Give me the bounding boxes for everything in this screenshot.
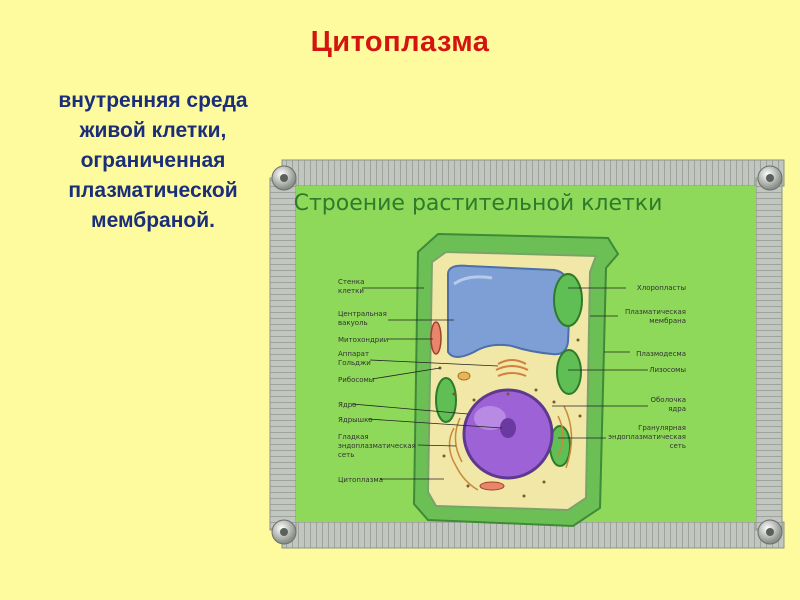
- label-plasma-membrane: Плазматическая: [625, 308, 686, 316]
- chloroplast: [556, 349, 582, 395]
- nucleus-highlight: [474, 406, 506, 430]
- definition-line: плазматической: [68, 179, 238, 202]
- label-cell-wall: клетки: [338, 287, 364, 295]
- label-plasma-membrane: мембрана: [649, 317, 686, 325]
- label-cell-wall: Стенка: [338, 278, 364, 286]
- label-mitochondria: Митохондрии: [338, 336, 388, 344]
- label-nucleus: Ядро: [338, 401, 356, 409]
- label-cytoplasm: Цитоплазма: [338, 476, 383, 484]
- slide-title: Цитоплазма: [310, 26, 490, 58]
- cell-illustration: [412, 232, 620, 528]
- label-central-vacuole: вакуоль: [338, 319, 368, 327]
- label-lysosomes: Лизосомы: [649, 366, 686, 374]
- label-plasmodesma: Плазмодесма: [636, 350, 686, 358]
- frame-top: [281, 159, 785, 187]
- chloroplast: [435, 377, 457, 423]
- left-labels: Стенка клетки Центральная вакуоль Митохо…: [338, 278, 416, 484]
- label-rough-er: эндоплазматическая: [608, 433, 686, 441]
- nucleolus: [500, 418, 516, 438]
- definition-line: мембраной.: [91, 209, 215, 232]
- label-nuclear-envelope: ядра: [668, 405, 686, 413]
- right-labels: Хлоропласты Плазматическая мембрана Плаз…: [608, 284, 686, 450]
- definition-line: ограниченная: [80, 149, 226, 172]
- label-smooth-er: эндоплазматическая: [338, 442, 416, 450]
- label-nuclear-envelope: Оболочка: [650, 396, 686, 404]
- endoplasmic-reticulum: [448, 405, 573, 491]
- label-chloroplasts: Хлоропласты: [637, 284, 686, 292]
- frame-right: [755, 177, 783, 531]
- label-golgi: Аппарат: [338, 350, 369, 358]
- mitochondrion: [479, 481, 505, 491]
- left-leader-lines: [351, 287, 503, 480]
- central-vacuole: [447, 264, 572, 358]
- label-golgi: Гольджи: [338, 359, 371, 367]
- mitochondrion: [430, 321, 442, 355]
- golgi-apparatus: [495, 359, 529, 377]
- label-nucleolus: Ядрышко: [338, 416, 373, 424]
- label-rough-er: сеть: [670, 442, 686, 450]
- chloroplast: [553, 273, 583, 327]
- label-smooth-er: Гладкая: [338, 433, 369, 441]
- label-ribosomes: Рибосомы: [338, 376, 374, 384]
- label-smooth-er: сеть: [338, 451, 354, 459]
- frame-left: [269, 177, 297, 531]
- frame-bottom: [281, 521, 785, 549]
- label-central-vacuole: Центральная: [338, 310, 387, 318]
- definition-text: внутренняя среда живой клетки, ограничен…: [18, 86, 288, 236]
- definition-line: живой клетки,: [79, 119, 227, 142]
- label-rough-er: Гранулярная: [638, 424, 686, 432]
- definition-line: внутренняя среда: [58, 89, 248, 112]
- diagram-title: Строение растительной клетки: [294, 191, 663, 216]
- plant-cell-diagram: Строение растительной клетки: [269, 159, 785, 549]
- lysosome: [457, 371, 471, 381]
- right-leader-lines: [552, 287, 648, 439]
